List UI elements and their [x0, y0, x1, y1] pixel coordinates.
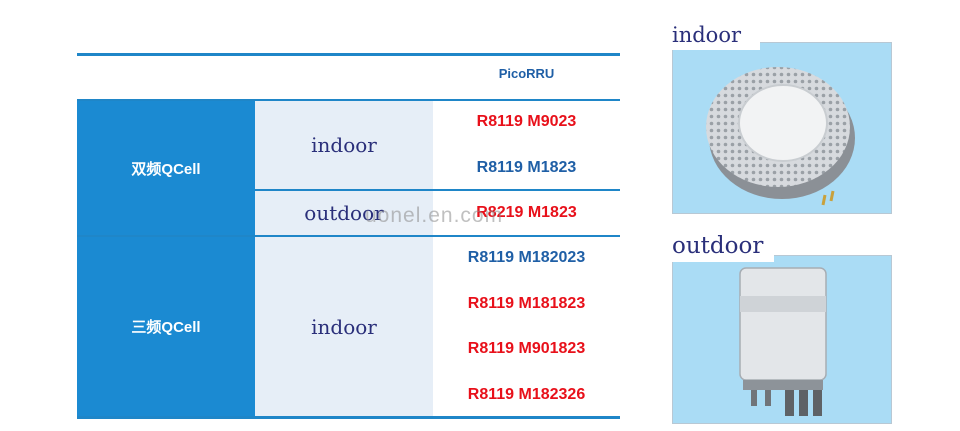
- table-header-rule: [77, 99, 620, 101]
- outdoor-unit-image: [739, 267, 827, 416]
- table-group-rule: [77, 235, 620, 237]
- model-cell: R8119 M9023: [476, 113, 577, 130]
- model-cell: R8119 M182326: [467, 386, 586, 403]
- table-bottom-rule: [77, 416, 620, 419]
- environment-indoor: indoor: [255, 101, 433, 189]
- outdoor-unit-photo: [672, 255, 892, 424]
- category-tri-band: 三频QCell: [77, 237, 255, 416]
- indoor-unit-image: [706, 67, 855, 206]
- photo-label-indoor: indoor: [668, 20, 760, 50]
- table-row-rule: [255, 189, 620, 191]
- column-header-picorru: PicoRRU: [498, 66, 555, 81]
- environment-indoor: indoor: [255, 237, 433, 416]
- model-cell: R8119 M901823: [467, 340, 586, 357]
- photo-label-outdoor: outdoor: [668, 230, 774, 262]
- model-cell: R8119 M1823: [476, 159, 577, 176]
- model-cell: R8119 M182023: [467, 249, 586, 266]
- indoor-unit-photo: [672, 42, 892, 214]
- environment-outdoor: outdoor: [255, 191, 433, 235]
- category-dual-band: 双频QCell: [77, 101, 255, 235]
- model-cell: R8219 M1823: [476, 204, 577, 221]
- model-cell: R8119 M181823: [467, 295, 586, 312]
- table-top-rule: [77, 53, 620, 56]
- watermark-text: uonel.en.com: [365, 204, 504, 227]
